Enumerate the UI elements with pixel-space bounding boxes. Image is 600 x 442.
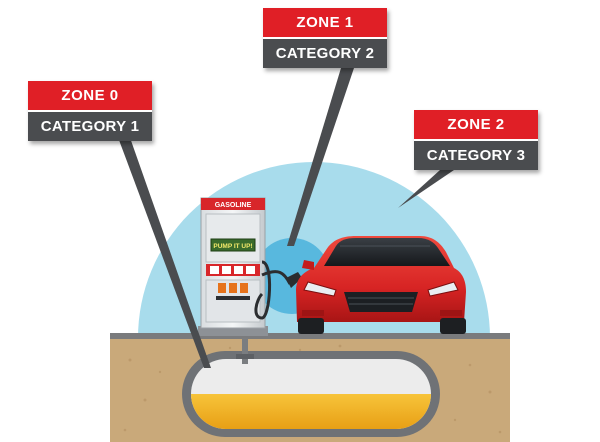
zone-1-category: CATEGORY 2 bbox=[263, 37, 387, 68]
car-wheel-right bbox=[440, 318, 466, 334]
car-grille bbox=[344, 292, 418, 312]
label-zone-2: ZONE 2 CATEGORY 3 bbox=[414, 110, 538, 170]
pump-header bbox=[201, 198, 265, 210]
label-zone-1: ZONE 1 CATEGORY 2 bbox=[263, 8, 387, 68]
pointer-zone-1 bbox=[287, 68, 354, 246]
car bbox=[296, 236, 466, 334]
gas-pump: GASOLINE PUMP IT UP! bbox=[198, 197, 302, 336]
tank-fuel bbox=[191, 394, 431, 429]
pointer-zone-2 bbox=[398, 170, 454, 208]
car-windshield bbox=[324, 238, 450, 266]
pump-nozzle bbox=[286, 272, 302, 288]
car-headlight-right bbox=[427, 281, 459, 297]
zone-0-category: CATEGORY 1 bbox=[28, 110, 152, 141]
pump-sign bbox=[210, 238, 256, 252]
zone-1-title: ZONE 1 bbox=[263, 8, 387, 37]
zone-0-title: ZONE 0 bbox=[28, 81, 152, 110]
pump-sign-text: PUMP IT UP! bbox=[213, 243, 252, 250]
label-zone-0: ZONE 0 CATEGORY 1 bbox=[28, 81, 152, 141]
car-headlight-left bbox=[303, 281, 337, 297]
car-wheel-left bbox=[298, 318, 324, 334]
zone-2-category: CATEGORY 3 bbox=[414, 139, 538, 170]
ground-texture bbox=[123, 344, 502, 434]
ground-surface bbox=[110, 333, 510, 339]
pointer-zone-0 bbox=[116, 132, 211, 368]
zone-2-title: ZONE 2 bbox=[414, 110, 538, 139]
pump-header-text: GASOLINE bbox=[215, 202, 252, 209]
tank-pipe bbox=[242, 338, 248, 364]
